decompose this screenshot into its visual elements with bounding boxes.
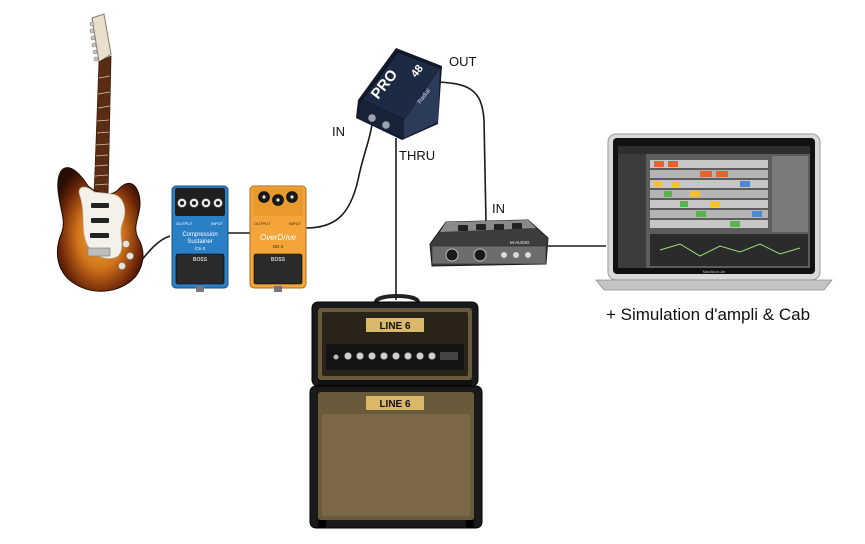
di-box-number: 48 — [409, 63, 426, 80]
di-box: PRO 48 Radial — [356, 48, 442, 140]
pedal2-name: OverDrive — [260, 233, 297, 242]
pedal1-brand: BOSS — [193, 257, 208, 263]
pedal1-name-line2: Sustainer — [187, 239, 212, 245]
pedal2-brand: BOSS — [271, 257, 286, 263]
di-in-label: IN — [332, 124, 345, 139]
pedal2-output-label: OUTPUT — [254, 221, 271, 226]
laptop-base — [595, 279, 833, 291]
pedal1-output-label: OUTPUT — [176, 221, 193, 226]
pedal1-model: CS-3 — [195, 246, 206, 251]
pedal1-name-line1: Compression — [182, 232, 217, 238]
interface-in-label: IN — [492, 201, 505, 216]
cables — [139, 81, 606, 300]
di-thru-label: THRU — [399, 148, 435, 163]
amp-head-brand: LINE 6 — [379, 321, 411, 332]
audio-interface-brand: M-AUDIO — [510, 240, 530, 245]
cable-overdrive-to-di-in — [305, 123, 373, 229]
audio-interface: M-AUDIO — [429, 219, 549, 267]
compressor-pedal: OUTPUT INPUT Compression Sustainer CS-3 … — [171, 185, 229, 292]
pedal2-footswitch — [253, 253, 303, 285]
pedal2-input-label: INPUT — [289, 221, 302, 226]
pedal1-input-label: INPUT — [211, 221, 224, 226]
electric-guitar — [56, 13, 144, 292]
pedal2-model: OD-3 — [273, 244, 284, 249]
cable-guitar-to-compressor — [139, 235, 171, 263]
guitar-bridge — [87, 247, 111, 257]
laptop-name: MacBook Air — [703, 269, 726, 274]
speaker-cabinet: LINE 6 — [309, 385, 483, 529]
simulation-caption: + Simulation d'ampli & Cab — [606, 305, 810, 324]
cable-di-out-to-interface — [429, 81, 487, 223]
overdrive-pedal: OUTPUT INPUT OverDrive OD-3 BOSS — [249, 185, 307, 292]
di-out-label: OUT — [449, 54, 477, 69]
pedal1-footswitch — [175, 253, 225, 285]
cabinet-grill — [322, 414, 470, 516]
cabinet-brand: LINE 6 — [379, 399, 411, 410]
laptop: MacBook Air — [595, 133, 833, 291]
guitar-headstock — [91, 13, 112, 63]
amp-head: LINE 6 — [311, 294, 479, 387]
